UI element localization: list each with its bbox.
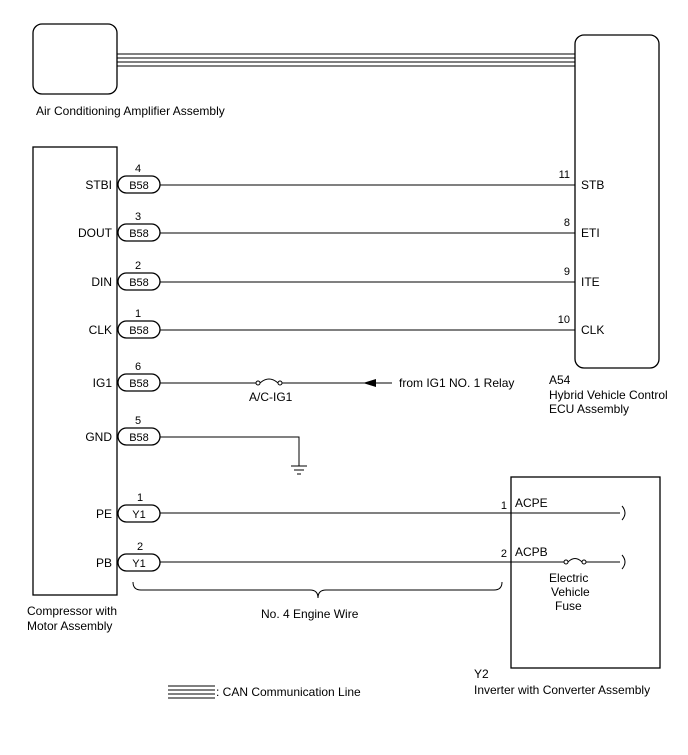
left-pin-number: 2: [137, 541, 143, 553]
right-terminal-label: ETI: [581, 226, 600, 240]
connector-code: B58: [129, 180, 149, 192]
signal-wire-stbi: STBI 4 B58 11 STB: [85, 163, 604, 194]
power-wire-ig1: IG1 6 B58 A/C-IG1 from IG1 NO. 1 Relay: [93, 361, 515, 404]
harness-brace: [132, 581, 503, 599]
connector-code: B58: [129, 228, 149, 240]
connector-code: B58: [129, 325, 149, 337]
can-bus: [117, 53, 575, 67]
fuse-terminal-left: [255, 380, 261, 386]
legend-label: : CAN Communication Line: [216, 685, 361, 699]
ground-symbol-icon: [291, 465, 307, 475]
left-pin-number: 1: [135, 308, 141, 320]
hv-wire-pe: PE 1 Y1 1 ACPE: [96, 492, 626, 523]
right-terminal-label: CLK: [581, 323, 604, 337]
right-pin-number: 1: [501, 500, 507, 512]
ground-wire: GND 5 B58: [85, 415, 307, 475]
wire-break-icon: [621, 554, 626, 570]
left-terminal-label: DIN: [91, 275, 112, 289]
ecu-label-line1: Hybrid Vehicle Control: [549, 388, 668, 402]
left-terminal-label: DOUT: [78, 226, 113, 240]
ev-fuse-label-line1: Electric: [549, 571, 588, 585]
compressor-box: [32, 146, 118, 596]
ac-amplifier-box: [32, 23, 118, 95]
connector-code: Y1: [132, 509, 145, 521]
right-pin-number: 2: [501, 548, 507, 560]
compressor-label-line2: Motor Assembly: [27, 619, 112, 633]
inverter-box: [510, 476, 661, 669]
ev-fuse-label-line3: Fuse: [555, 599, 582, 613]
signal-wire-din: DIN 2 B58 9 ITE: [91, 260, 600, 291]
right-terminal-label: ITE: [581, 275, 600, 289]
fuse-element: [567, 558, 583, 563]
left-terminal-label: STBI: [85, 178, 112, 192]
left-pin-number: 2: [135, 260, 141, 272]
ev-fuse-label-line2: Vehicle: [551, 585, 590, 599]
connector-code: B58: [129, 432, 149, 444]
ac-amplifier-label: Air Conditioning Amplifier Assembly: [36, 104, 225, 118]
right-terminal-label: STB: [581, 178, 604, 192]
fuse-label: A/C-IG1: [249, 390, 293, 404]
left-terminal-label: GND: [85, 430, 112, 444]
connector-code: B58: [129, 378, 149, 390]
right-pin-number: 11: [559, 169, 570, 181]
left-terminal-label: PB: [96, 556, 112, 570]
left-terminal-label: IG1: [93, 376, 113, 390]
left-terminal-label: PE: [96, 507, 112, 521]
legend-can-line: [168, 685, 215, 699]
left-pin-number: 6: [135, 361, 141, 373]
left-pin-number: 5: [135, 415, 141, 427]
inverter-label: Inverter with Converter Assembly: [474, 683, 650, 697]
left-pin-number: 3: [135, 211, 141, 223]
fuse-element: [259, 378, 279, 384]
wire-break-icon: [621, 505, 626, 521]
left-pin-number: 4: [135, 163, 141, 175]
fuse-terminal-right: [277, 380, 283, 386]
right-terminal-label: ACPE: [515, 496, 548, 510]
hv-wire-pb: PB 2 Y1 2 ACPB: [96, 541, 626, 572]
right-pin-number: 10: [558, 314, 570, 326]
signal-wire-dout: DOUT 3 B58 8 ETI: [78, 211, 600, 242]
source-arrow: [363, 379, 376, 387]
connector-code: Y1: [132, 558, 145, 570]
right-pin-number: 8: [564, 217, 570, 229]
compressor-label-line1: Compressor with: [27, 604, 117, 618]
right-pin-number: 9: [564, 266, 570, 278]
left-terminal-label: CLK: [89, 323, 112, 337]
harness-label: No. 4 Engine Wire: [261, 607, 359, 621]
right-terminal-label: ACPB: [515, 545, 548, 559]
ecu-label-line2: ECU Assembly: [549, 402, 629, 416]
ecu-box: [574, 34, 660, 369]
connector-code: B58: [129, 277, 149, 289]
left-pin-number: 1: [137, 492, 143, 504]
signal-wire-clk: CLK 1 B58 10 CLK: [89, 308, 604, 339]
inverter-id: Y2: [474, 667, 489, 681]
ecu-id: A54: [549, 373, 571, 387]
power-source-label: from IG1 NO. 1 Relay: [399, 376, 514, 390]
